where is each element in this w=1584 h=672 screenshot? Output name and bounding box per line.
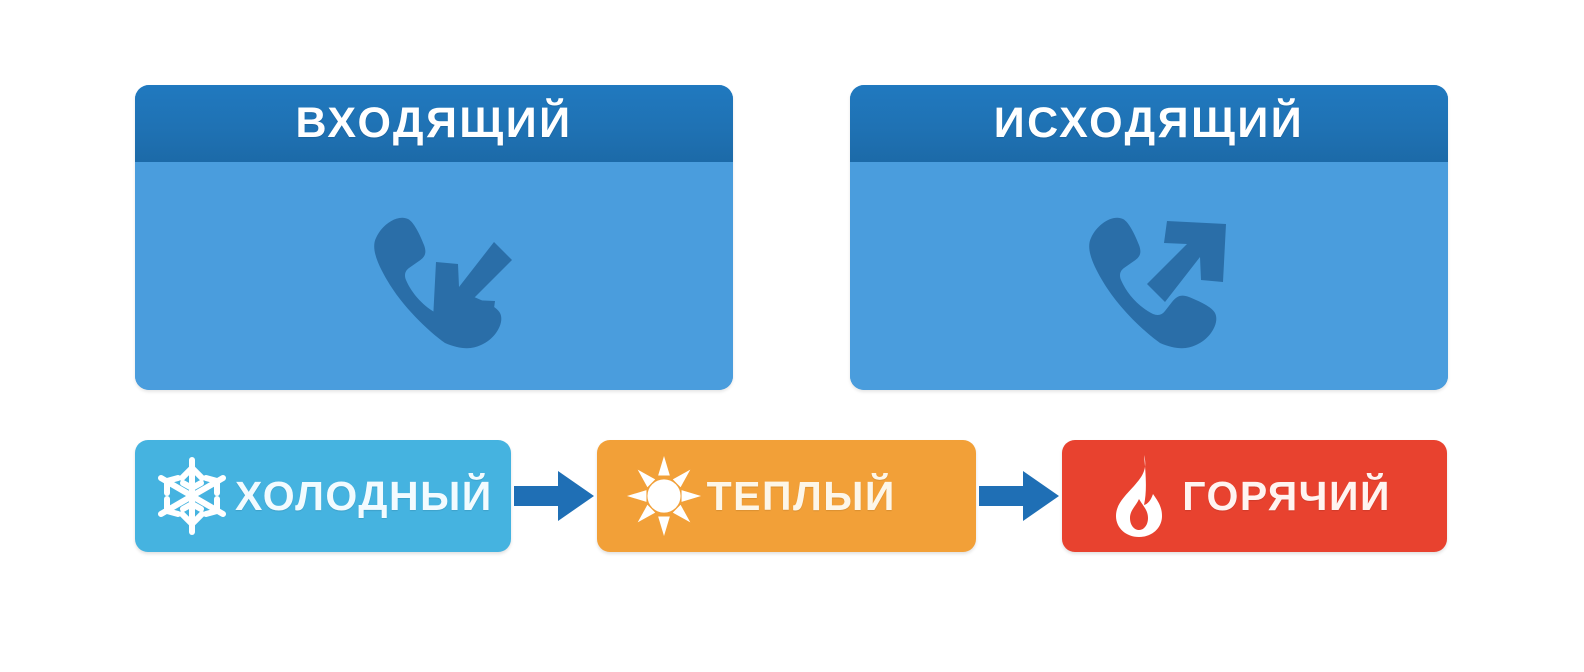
call-card-incoming[interactable]: ВХОДЯЩИЙ [135,85,733,390]
arrow-warm-to-hot [976,469,1062,523]
chip-warm-label: ТЕПЛЫЙ [706,472,896,519]
call-card-incoming-body [135,162,733,390]
call-card-outgoing-body [850,162,1448,390]
chip-hot[interactable]: ГОРЯЧИЙ [1062,440,1447,552]
temperature-chain: ХОЛОДНЫЙ [135,440,1447,552]
chip-hot-label: ГОРЯЧИЙ [1182,472,1391,519]
arrow-right-icon [513,469,594,523]
call-card-incoming-title: ВХОДЯЩИЙ [295,99,573,147]
call-card-outgoing-title: ИСХОДЯЩИЙ [993,99,1305,147]
arrow-cold-to-warm [511,469,597,523]
phone-incoming-icon [350,196,518,356]
call-card-outgoing-header: ИСХОДЯЩИЙ [850,85,1448,162]
chip-cold-label: ХОЛОДНЫЙ [235,472,493,519]
phone-outgoing-icon [1065,196,1233,356]
flame-icon [1100,453,1178,539]
chip-cold[interactable]: ХОЛОДНЫЙ [135,440,511,552]
arrow-right-icon [979,469,1060,523]
chip-warm[interactable]: ТЕПЛЫЙ [596,440,977,552]
sun-icon [625,453,703,539]
call-card-incoming-header: ВХОДЯЩИЙ [135,85,733,162]
snowflake-icon [153,453,231,539]
call-card-outgoing[interactable]: ИСХОДЯЩИЙ [850,85,1448,390]
